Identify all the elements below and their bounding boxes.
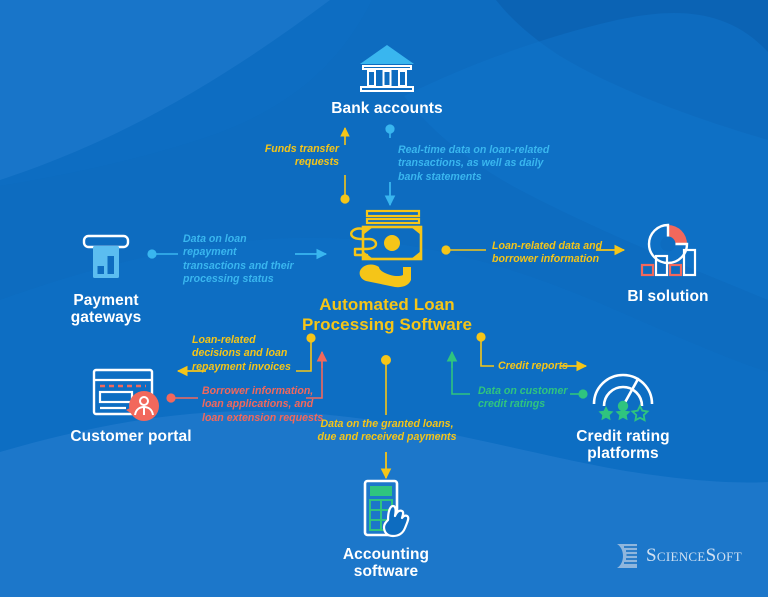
connector-label-loan-decisions: Loan-related decisions and loan repaymen… — [192, 334, 291, 373]
connector-borrower-information — [166, 350, 328, 403]
connector-label-realtime-bank-data: Real-time data on loan-related transacti… — [398, 144, 550, 183]
gauge-stars-icon — [592, 373, 654, 422]
node-label: BI solution — [627, 288, 709, 305]
node-payment-gateways[interactable]: Payment gateways — [36, 232, 176, 327]
connector-label-credit-reports: Credit reports — [498, 360, 569, 372]
calculator-hand-icon — [363, 479, 410, 538]
connector-funds-transfer — [340, 127, 350, 204]
node-label: Payment gateways — [70, 292, 142, 327]
node-accounting-software[interactable]: Accounting software — [311, 478, 461, 581]
connector-label-loan-repayment-data: Data on loan repayment transactions and … — [183, 233, 294, 286]
connector-credit-reports — [476, 332, 588, 372]
sciencesoft-logo-icon — [617, 544, 637, 568]
connector-label-borrower-information: Borrower information, loan applications,… — [202, 385, 324, 424]
node-label: Customer portal — [70, 428, 192, 445]
sciencesoft-wordmark: ScienceSoft — [646, 545, 742, 566]
connector-customer-credit-ratings — [446, 350, 588, 399]
browser-user-icon — [92, 368, 159, 421]
connector-loan-decisions — [176, 333, 316, 377]
connector-label-customer-credit-ratings: Data on customer credit ratings — [478, 385, 568, 411]
connector-label-funds-transfer: Funds transfer requests — [264, 143, 339, 169]
node-label: Accounting software — [342, 546, 430, 581]
node-automated-loan-processing-software[interactable]: Automated Loan Processing Software — [292, 205, 482, 335]
node-customer-portal[interactable]: Customer portal — [66, 366, 196, 445]
sciencesoft-logo[interactable]: ScienceSoft — [615, 542, 742, 570]
node-label: Automated Loan Processing Software — [301, 295, 473, 335]
connector-label-granted-loans-data: Data on the granted loans, due and recei… — [317, 418, 457, 444]
connector-loan-repayment-data — [147, 248, 328, 260]
connector-loan-related-data — [441, 244, 626, 256]
card-terminal-icon — [82, 234, 130, 278]
node-bi-solution[interactable]: BI solution — [603, 220, 733, 305]
connector-granted-loans-data — [380, 355, 392, 480]
node-label: Credit rating platforms — [576, 428, 670, 463]
node-credit-rating-platforms[interactable]: Credit rating platforms — [558, 364, 688, 463]
bi-chart-icon — [640, 223, 697, 277]
money-in-hand-icon — [350, 209, 423, 288]
bank-icon — [360, 45, 414, 92]
connector-realtime-bank-data — [384, 124, 396, 207]
node-label: Bank accounts — [331, 100, 443, 117]
connector-label-loan-related-data: Loan-related data and borrower informati… — [492, 240, 603, 266]
node-bank-accounts[interactable]: Bank accounts — [317, 42, 457, 117]
